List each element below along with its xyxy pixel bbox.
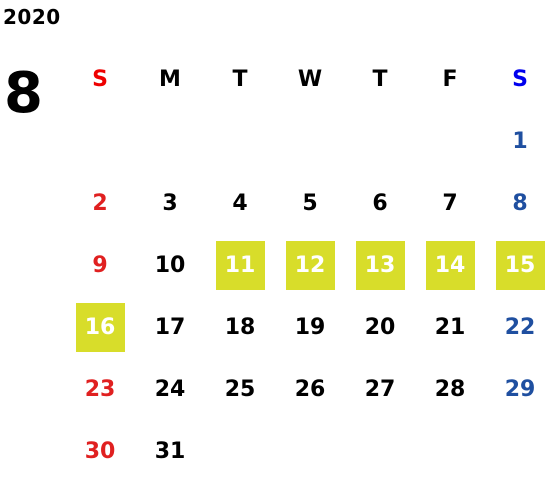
day-cell: [76, 117, 125, 166]
calendar-grid: S M T W T F S 1 2 3 4 5 6 7 8 9 10 11 12…: [65, 48, 548, 482]
day-cell: 15: [495, 240, 545, 290]
day-cell: 17: [154, 314, 186, 340]
day-cell: [356, 117, 405, 166]
day-cell: 22: [504, 314, 536, 340]
month-number: 8: [4, 61, 43, 126]
weekday-header-wednesday: W: [297, 66, 323, 92]
day-cell: [146, 117, 195, 166]
day-cell: 10: [154, 252, 186, 278]
day-cell: 31: [154, 438, 186, 464]
day-cell: [286, 117, 335, 166]
day-cell: 8: [512, 190, 528, 216]
day-cell: [496, 427, 545, 476]
weekday-header-friday: F: [442, 66, 458, 92]
day-cell: 30: [84, 438, 116, 464]
day-cell: 26: [294, 376, 326, 402]
day-cell: 12: [285, 240, 335, 290]
day-cell: 4: [232, 190, 248, 216]
day-cell: [216, 117, 265, 166]
day-cell: 6: [372, 190, 388, 216]
day-cell: 23: [84, 376, 116, 402]
day-cell: 9: [92, 252, 108, 278]
day-cell: 16: [75, 302, 125, 352]
day-cell: 28: [434, 376, 466, 402]
day-cell: 5: [302, 190, 318, 216]
day-cell: [356, 427, 405, 476]
day-cell: 14: [425, 240, 475, 290]
weekday-header-sunday: S: [92, 66, 108, 92]
day-cell: 3: [162, 190, 178, 216]
day-cell: 1: [512, 128, 528, 154]
day-cell: [426, 117, 475, 166]
weekday-header-tuesday: T: [232, 66, 248, 92]
day-cell: 21: [434, 314, 466, 340]
day-cell: 2: [92, 190, 108, 216]
weekday-header-monday: M: [159, 66, 181, 92]
day-cell: 20: [364, 314, 396, 340]
day-cell: 13: [355, 240, 405, 290]
weekday-header-saturday: S: [512, 66, 528, 92]
year-label: 2020: [3, 5, 61, 29]
day-cell: 24: [154, 376, 186, 402]
day-cell: 19: [294, 314, 326, 340]
day-cell: [426, 427, 475, 476]
day-cell: 25: [224, 376, 256, 402]
day-cell: 11: [215, 240, 265, 290]
day-cell: [216, 427, 265, 476]
day-cell: 29: [504, 376, 536, 402]
day-cell: [286, 427, 335, 476]
day-cell: 18: [224, 314, 256, 340]
day-cell: 27: [364, 376, 396, 402]
weekday-header-thursday: T: [372, 66, 388, 92]
day-cell: 7: [442, 190, 458, 216]
